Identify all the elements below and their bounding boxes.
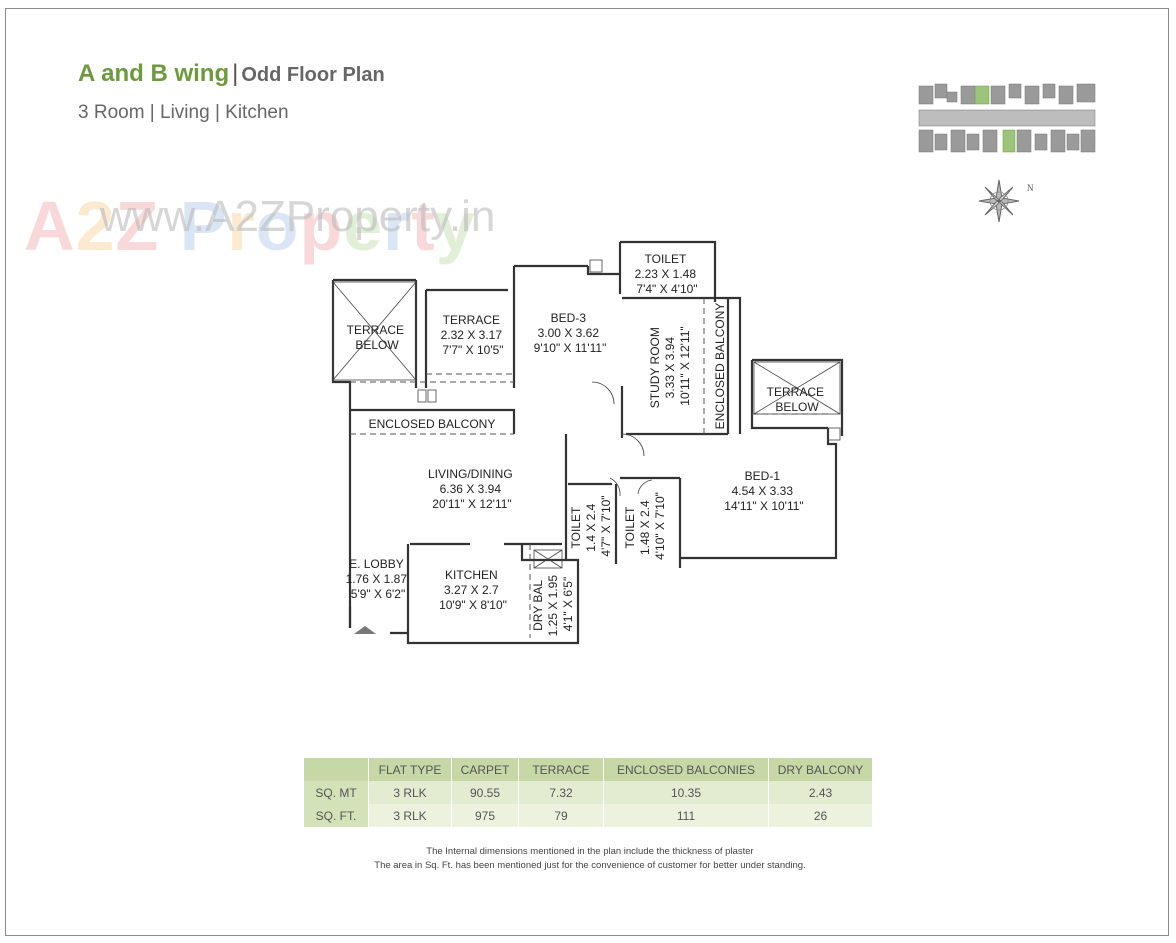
svg-text:ENCLOSED BALCONY: ENCLOSED BALCONY — [713, 303, 727, 430]
room-terrace-below-right: TERRACE BELOW — [767, 385, 828, 414]
table-cell: 10.35 — [603, 781, 769, 804]
table-header-cell: CARPET — [451, 758, 519, 781]
floor-plan-title: Odd Floor Plan — [241, 64, 385, 86]
compass-icon: N — [978, 179, 1034, 223]
room-e-lobby: E. LOBBY 1.76 X 1.87 5'9" X 6'2" — [346, 557, 411, 601]
room-terrace: TERRACE 2.32 X 3.17 7'7" X 10'5" — [441, 313, 506, 357]
table-header-cell: TERRACE — [518, 758, 604, 781]
table-header-cell: DRY BALCONY — [768, 758, 872, 781]
room-study: STUDY ROOM 3.33 X 3.94 10'11" X 12'11" — [648, 324, 692, 408]
area-table: FLAT TYPE CARPET TERRACE ENCLOSED BALCON… — [304, 758, 872, 827]
wing-title: A and B wing — [78, 60, 230, 87]
floor-plan: TERRACE BELOW TERRACE 2.32 X 3.17 7'7" X… — [331, 240, 844, 645]
watermark-logo: A2Z Property — [24, 187, 476, 265]
table-cell: 2.43 — [768, 781, 872, 804]
room-dry-bal: DRY BAL 1.25 X 1.95 4'1" X 6'5" — [531, 572, 575, 637]
table-header-cell: ENCLOSED BALCONIES — [603, 758, 769, 781]
north-label: N — [1027, 183, 1034, 193]
room-bed-3: BED-3 3.00 X 3.62 9'10" X 11'11" — [534, 311, 607, 355]
table-row: SQ. MT 3 RLK 90.55 7.32 10.35 2.43 — [304, 781, 872, 804]
table-header-cell: FLAT TYPE — [368, 758, 452, 781]
page-title: A and B wing|Odd Floor Plan — [78, 60, 385, 88]
room-toilet-a: TOILET 1.4 X 2.4 4'7" X 7'10" — [569, 495, 613, 556]
table-header-cell — [304, 758, 369, 781]
entrance-arrow-icon — [354, 626, 376, 634]
page-frame — [5, 8, 1169, 936]
table-header-row: FLAT TYPE CARPET TERRACE ENCLOSED BALCON… — [304, 758, 872, 781]
table-cell: 3 RLK — [368, 781, 452, 804]
room-enclosed-balcony-right: ENCLOSED BALCONY — [713, 303, 727, 430]
room-living-dining: LIVING/DINING 6.36 X 3.94 20'11" X 12'11… — [428, 467, 516, 511]
header: A and B wing|Odd Floor Plan 3 Room | Liv… — [78, 60, 385, 124]
svg-text:TOILET 1.4 X 2.4 4: TOILET 1.4 X 2.4 4'7" X 7'10" — [569, 495, 613, 556]
svg-text:TOILET 1.48 X 2.4: TOILET 1.48 X 2.4 4'10" X 7'10" — [623, 492, 667, 560]
table-cell: SQ. MT — [304, 781, 369, 804]
table-cell: 26 — [768, 804, 872, 827]
note-line: The area in Sq. Ft. has been mentioned j… — [374, 860, 806, 871]
page-subtitle: 3 Room | Living | Kitchen — [78, 102, 289, 123]
room-bed-1: BED-1 4.54 X 3.33 14'11" X 10'11" — [724, 469, 803, 513]
room-terrace-below-left: TERRACE BELOW — [347, 323, 408, 352]
table-row: SQ. FT. 3 RLK 975 79 111 26 — [304, 804, 872, 827]
table-cell: SQ. FT. — [304, 804, 369, 827]
room-enclosed-balcony-left: ENCLOSED BALCONY — [369, 417, 496, 431]
table-cell: 7.32 — [518, 781, 604, 804]
table-cell: 90.55 — [451, 781, 519, 804]
table-cell: 3 RLK — [368, 804, 452, 827]
plan-notes: The Internal dimensions mentioned in the… — [300, 845, 880, 873]
room-toilet-b: TOILET 1.48 X 2.4 4'10" X 7'10" — [623, 492, 667, 560]
key-plan-thumbnail — [918, 83, 1096, 153]
room-kitchen: KITCHEN 3.27 X 2.7 10'9" X 8'10" — [439, 568, 507, 612]
watermark-url: www.A2ZProperty.in — [100, 192, 496, 241]
svg-text:DRY BAL 1.25 X 1.95: DRY BAL 1.25 X 1.95 4'1" X 6'5" — [531, 572, 575, 637]
table-cell: 111 — [603, 804, 769, 827]
svg-text:STUDY ROOM 3.33 X 3.94: STUDY ROOM 3.33 X 3.94 10'11" X 12'11" — [648, 324, 692, 408]
room-toilet-top: TOILET 2.23 X 1.48 7'4" X 4'10" — [635, 252, 700, 296]
table-cell: 79 — [518, 804, 604, 827]
title-separator: | — [232, 60, 239, 87]
table-cell: 975 — [451, 804, 519, 827]
note-line: The Internal dimensions mentioned in the… — [426, 846, 754, 857]
